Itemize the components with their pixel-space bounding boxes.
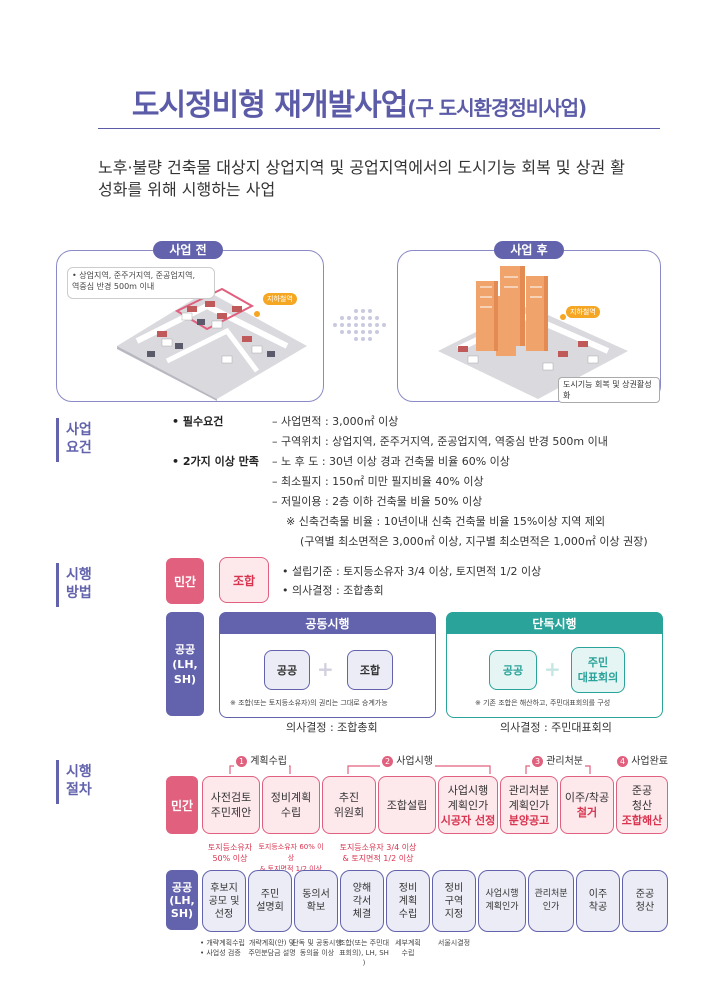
private-line-2: • 의사결정 : 조합총회 <box>282 584 384 597</box>
method-bar <box>56 563 59 607</box>
joint-title: 공동시행 <box>219 612 436 634</box>
after-city-illustration <box>438 266 628 399</box>
joint-decision: 의사결정 : 조합총회 <box>286 721 378 734</box>
page-subtitle: (구 도시환경정비사업) <box>407 96 587 120</box>
single-decision: 의사결정 : 주민대표회의 <box>500 721 612 734</box>
req-line-3: – 노 후 도 : 30년 이상 경과 건축물 비율 60% 이상 <box>272 455 510 468</box>
single-title: 단독시행 <box>446 612 663 634</box>
pub-step-4: 양해 각서 체결 <box>340 870 384 932</box>
pub-step-8: 관리처분 인가 <box>528 870 574 932</box>
private-note-2: 토지등소유자 60% 이상 & 토지면적 1/2 이상 <box>258 843 324 873</box>
req-line-1: – 사업면적 : 3,000㎡ 이상 <box>272 415 399 428</box>
req-line-7: (구역별 최소면적은 3,000㎡ 이상, 지구별 최소면적은 1,000㎡ 이… <box>300 535 648 548</box>
procedure-public-label: 공공 (LH, SH) <box>166 870 198 930</box>
single-note: ※ 기존 조합은 해산하고, 주민대표회의를 구성 <box>475 699 611 707</box>
intro-text: 노후·불량 건축물 대상지 상업지역 및 공업지역에서의 도시기능 회복 및 상… <box>98 158 625 199</box>
method-public-label: 공공 (LH, SH) <box>166 612 204 716</box>
joint-union-box: 조합 <box>347 650 393 690</box>
pub-step-1: 후보지 공모 및 선정 <box>202 870 246 932</box>
joint-public-box: 공공 <box>264 650 310 690</box>
subway-tag-before: 지하철역 <box>263 293 297 305</box>
single-public-box: 공공 <box>489 650 537 690</box>
transition-arrow-icon <box>333 309 386 341</box>
page-title: 도시정비형 재개발사업(구 도시환경정비사업) <box>131 88 587 123</box>
joint-panel: 공동시행 공공 + 조합 ※ 조합(또는 토지등소유자)의 권리는 그대로 승계… <box>219 612 436 718</box>
public-note-2: 개략계획(안) 및 주민분담금 설명 <box>248 939 296 957</box>
method-private-label: 민간 <box>166 558 204 604</box>
required-label: • 필수요건 <box>172 415 224 428</box>
req-line-4: – 최소필지 : 150㎡ 미만 필지비율 40% 이상 <box>272 475 484 488</box>
phase-4: 4 사업완료 <box>617 752 668 767</box>
pub-step-3: 동의서 확보 <box>294 870 338 932</box>
after-label: 사업 후 <box>494 241 564 259</box>
plus-icon: + <box>317 657 334 681</box>
after-caption: 도시기능 회복 및 상권활성화 <box>558 377 660 403</box>
step-union: 조합설립 <box>378 776 436 834</box>
public-note-6: 서울시결정 <box>437 939 471 947</box>
plus-icon: + <box>544 657 561 681</box>
after-panel: 사업 후 지하철역 도시기능 회복 및 상권활성화 <box>397 241 661 403</box>
before-city-illustration <box>117 287 307 401</box>
public-note-1: • 개략계획수립 • 사업성 검증 <box>200 939 245 957</box>
pub-step-5: 정비 계획 수립 <box>386 870 430 932</box>
phase-3: 3 관리처분 <box>530 752 585 767</box>
pub-step-2: 주민 설명회 <box>248 870 292 932</box>
optional-label: • 2가지 이상 만족 <box>172 455 259 468</box>
union-box: 조합 <box>219 557 269 603</box>
title-divider <box>98 128 660 129</box>
pub-step-9: 이주 착공 <box>576 870 620 932</box>
joint-note: ※ 조합(또는 토지등소유자)의 권리는 그대로 승계가능 <box>230 699 388 707</box>
procedure-private-label: 민간 <box>166 776 198 834</box>
req-line-6: ※ 신축건축물 비율 : 10년이내 신축 건축물 비율 15%이상 지역 제외 <box>286 515 606 528</box>
method-heading: 시행 방법 <box>66 567 92 601</box>
subway-tag-after: 지하철역 <box>566 306 600 318</box>
pub-step-6: 정비 구역 지정 <box>432 870 476 932</box>
private-note-3: 토지등소유자 3/4 이상 & 토지면적 1/2 이상 <box>339 843 417 863</box>
pub-step-7: 사업시행 계획인가 <box>478 870 526 932</box>
procedure-heading: 시행 절차 <box>66 764 92 798</box>
req-line-2: – 구역위치 : 상업지역, 준주거지역, 준공업지역, 역중심 반경 500m… <box>272 435 608 448</box>
private-note-1: 토지등소유자 50% 이상 <box>207 843 253 863</box>
phase-2: 2 사업시행 <box>380 752 435 767</box>
private-line-1: • 설립기준 : 토지등소유자 3/4 이상, 토지면적 1/2 이상 <box>282 565 542 578</box>
public-note-5: 세부계획 수립 <box>395 939 421 957</box>
before-panel: 사업 전 • 상업지역, 준주거지역, 준공업지역, 역중심 반경 500m 이… <box>56 241 324 402</box>
requirements-bar <box>56 418 59 462</box>
phase-1: 1 계획수립 <box>234 752 289 767</box>
public-note-3: 단독 및 공동시행 동의율 이상 <box>292 939 342 957</box>
pub-step-10: 준공 청산 <box>622 870 668 932</box>
single-panel: 단독시행 공공 + 주민 대표회의 ※ 기존 조합은 해산하고, 주민대표회의를… <box>446 612 663 718</box>
residents-council-box: 주민 대표회의 <box>571 647 625 693</box>
requirements-heading: 사업 요건 <box>66 422 92 456</box>
before-label: 사업 전 <box>153 241 223 259</box>
before-note: • 상업지역, 준주거지역, 준공업지역, 역중심 반경 500m 이내 <box>67 267 215 299</box>
procedure-bar <box>56 760 59 804</box>
public-note-4: 조합(또는 주민대 표회의), LH, SH ) <box>338 939 390 967</box>
req-line-5: – 저밀이용 : 2층 이하 건축물 비율 50% 이상 <box>272 495 483 508</box>
